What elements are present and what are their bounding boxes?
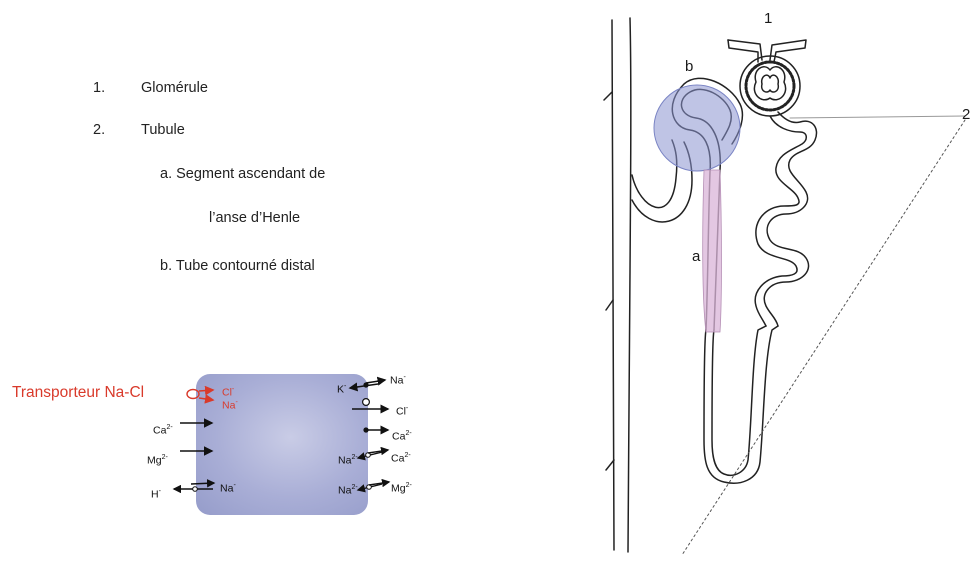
bowman-capsule	[740, 56, 800, 116]
highlight-b	[654, 85, 740, 171]
pointer-line-2	[790, 116, 965, 118]
loop-of-henle	[712, 326, 766, 475]
proximal-tubule	[764, 112, 816, 326]
vessel-line-1	[612, 20, 614, 550]
label-a: a	[692, 248, 700, 265]
vessel-line-2	[628, 18, 631, 552]
label-b: b	[685, 58, 693, 75]
highlight-a	[703, 170, 722, 332]
arteriole	[728, 40, 806, 62]
label-1: 1	[764, 10, 772, 27]
dotted-diagonal	[682, 120, 965, 555]
label-2: 2	[962, 106, 970, 123]
